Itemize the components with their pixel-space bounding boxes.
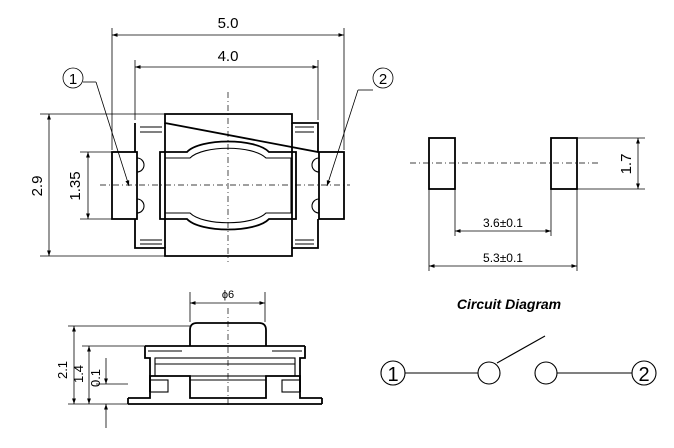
dim-standoff: 0.1 [88,369,103,387]
terminal-1-label: 1 [69,71,77,88]
circuit-contact-right [534,361,558,385]
circuit-contact-left [477,361,501,385]
circuit-terminal-1-label: 1 [387,364,398,386]
dim-body-height: 1.4 [71,365,86,383]
terminal-1-callout [62,67,84,89]
circuit-title: Circuit Diagram [457,296,561,312]
pcb-footprint: 1.7 3.6±0.1 5.3±0.1 [410,137,645,271]
dim-pad-height: 1.35 [67,171,84,200]
dim-total-height: 2.1 [55,361,70,379]
terminal-2-callout [372,67,394,89]
switch-body-top [111,113,345,257]
terminal-2-label: 2 [379,71,387,88]
footprint-pad-left [428,137,456,190]
terminal-1-leader [95,81,130,187]
dim-actuator-diameter: ϕ6 [222,289,234,301]
footprint-pad-right [550,137,578,190]
dim-width-overall: 5.0 [218,15,239,32]
circuit-terminal-2-label: 2 [638,364,649,386]
side-view: ϕ6 2.1 1.4 0.1 [55,289,323,428]
dim-footprint-outer: 5.3±0.1 [483,251,523,265]
dim-width-body: 4.0 [218,48,239,65]
circuit-diagram: Circuit Diagram 1 2 [380,296,657,386]
dim-footprint-pad-height: 1.7 [618,154,635,175]
circuit-switch-lever [496,335,546,364]
switch-body-side [127,322,323,405]
circuit-terminal-2 [631,360,657,386]
dim-footprint-inner: 3.6±0.1 [483,216,523,230]
top-view: 5.0 4.0 2.9 1.35 1 2 [29,15,394,262]
dim-height-overall: 2.9 [29,176,46,197]
terminal-2-leader [326,89,359,187]
